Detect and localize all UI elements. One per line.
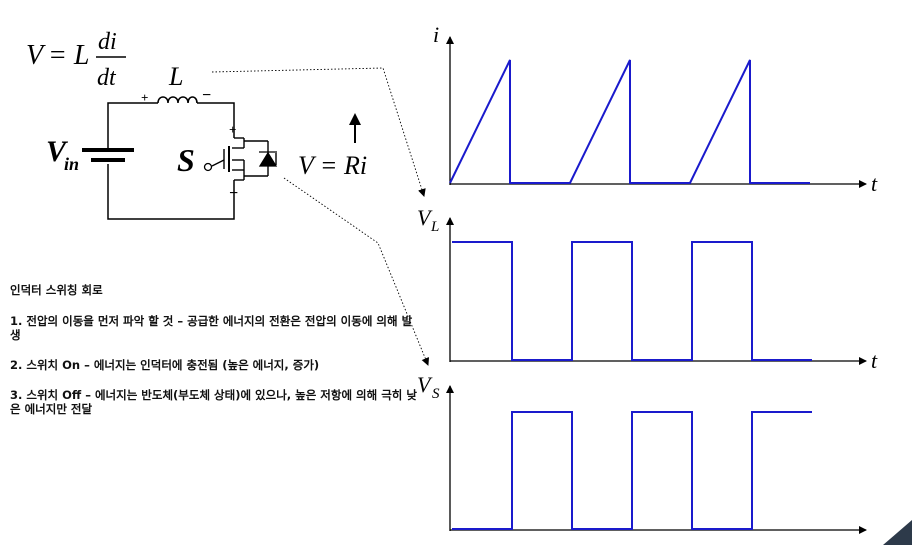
leader-line-inductor	[211, 67, 426, 197]
inductor-label: L	[168, 62, 183, 91]
plot-vl-ysub: L	[430, 219, 439, 235]
switch-label: S	[177, 142, 195, 178]
waveform-current-series-0	[449, 59, 810, 184]
waveform-vl-series-0	[452, 241, 812, 361]
switch-minus: −	[229, 185, 238, 202]
notes-item-2: 2. 스위치 On – 에너지는 인덕터에 충전됨 (높은 에너지, 증가)	[10, 358, 320, 372]
corner-decoration	[883, 520, 912, 545]
notes-panel: 인덕터 스위칭 회로 1. 전압의 이동을 먼저 파악 할 것 – 공급한 에너…	[10, 283, 422, 432]
wire-top-right	[197, 102, 235, 138]
notes-item-3: 3. 스위치 Off – 에너지는 반도체(부도체 상태)에 있으나, 높은 저…	[10, 388, 417, 416]
source-label: V	[46, 135, 69, 168]
plot-vs-ysub: S	[432, 386, 440, 402]
eq-denominator: dt	[97, 65, 117, 91]
plot-i-xlabel: t	[871, 171, 878, 196]
inductor-minus: −	[202, 87, 211, 104]
inductor-coil	[157, 96, 198, 104]
gate-terminal	[203, 162, 213, 172]
wire-bottom	[107, 164, 235, 220]
vri-label: V = Ri	[298, 151, 367, 180]
source-subscript: in	[64, 154, 79, 174]
eq-equals-l: = L	[48, 40, 89, 71]
circuit	[82, 96, 361, 220]
wire-top	[107, 102, 158, 150]
plot-vl-xlabel: t	[871, 348, 878, 373]
waveform-vs-series-0	[452, 411, 812, 530]
eq-v: V	[26, 40, 46, 71]
body-diode	[258, 151, 278, 167]
notes-title: 인덕터 스위칭 회로	[10, 283, 103, 297]
plot-i-ylabel: i	[433, 22, 439, 47]
plot-vs-ylabel: V	[417, 372, 433, 397]
plot-vl-ylabel: V	[417, 205, 433, 230]
inductor-plus: +	[141, 90, 148, 105]
eq-numerator: di	[98, 29, 117, 55]
mosfet-symbol	[211, 137, 277, 181]
notes-item-1: 1. 전압의 이동을 먼저 파악 할 것 – 공급한 에너지의 전환은 전압의 …	[10, 314, 413, 342]
switch-plus: +	[229, 122, 236, 137]
